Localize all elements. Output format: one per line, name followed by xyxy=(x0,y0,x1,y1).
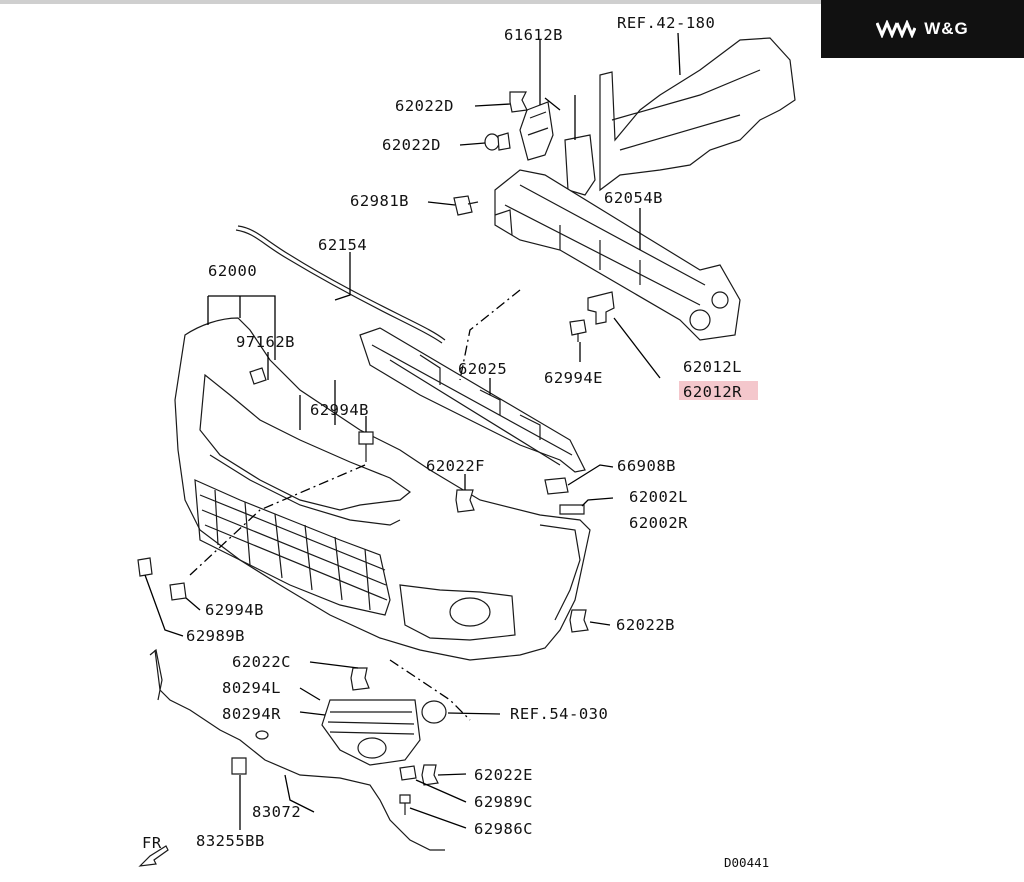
label-83072: 83072 xyxy=(252,803,301,821)
nut-62989B xyxy=(137,557,153,577)
leader-lines xyxy=(144,32,681,830)
clip-62022D-b xyxy=(484,132,511,151)
label-62994B-a: 62994B xyxy=(310,401,369,419)
label-80294R: 80294R xyxy=(222,705,281,723)
label-highlight xyxy=(679,381,758,400)
clip-62022C xyxy=(350,667,370,691)
clip-97162B xyxy=(249,367,267,385)
label-ref-54-030: REF.54-030 xyxy=(510,705,608,723)
label-62054B: 62054B xyxy=(604,189,663,207)
clip-83255BB xyxy=(231,757,247,775)
bracket-62012 xyxy=(587,291,615,325)
absorber-62025 xyxy=(359,327,586,473)
strip-62154 xyxy=(235,225,446,344)
label-62022C: 62022C xyxy=(232,653,291,671)
bolt-62981B xyxy=(453,195,479,216)
brand-name: W&G xyxy=(924,19,969,38)
fog-cover-80294 xyxy=(321,699,421,766)
harness-83072 xyxy=(149,648,445,851)
label-62022D-a: 62022D xyxy=(395,97,454,115)
label-62989C: 62989C xyxy=(474,793,533,811)
bolt-62994B-a xyxy=(358,431,374,462)
clip-62002 xyxy=(559,504,585,515)
label-62002R: 62002R xyxy=(629,514,688,532)
bolt-62994E xyxy=(569,319,587,342)
logo-chevron-icon xyxy=(876,20,917,38)
label-61612B: 61612B xyxy=(504,26,563,44)
label-62002L: 62002L xyxy=(629,488,688,506)
label-62012R: 62012R xyxy=(683,383,742,401)
screw-62986C xyxy=(399,794,411,815)
bumper-fascia-62000 xyxy=(174,317,591,661)
bracket-61612B xyxy=(519,101,596,196)
label-97162B: 97162B xyxy=(236,333,295,351)
label-62022F: 62022F xyxy=(426,457,485,475)
label-62994B-b: 62994B xyxy=(205,601,264,619)
front-arrow-icon xyxy=(138,845,169,867)
diagram-code: D00441 xyxy=(724,855,769,870)
label-62022B: 62022B xyxy=(616,616,675,634)
clip-62022E xyxy=(421,764,439,786)
label-62022E: 62022E xyxy=(474,766,533,784)
label-62025: 62025 xyxy=(458,360,507,378)
body-panel-ref-shape xyxy=(599,37,796,192)
brand-logo[interactable]: W&G xyxy=(821,0,1024,58)
clip-62022D-a xyxy=(509,91,528,113)
label-62989B: 62989B xyxy=(186,627,245,645)
label-fr: FR xyxy=(142,834,162,852)
reinforcement-62054B xyxy=(494,169,741,341)
label-83255BB: 83255BB xyxy=(196,832,265,850)
label-62986C: 62986C xyxy=(474,820,533,838)
top-border xyxy=(0,0,1024,4)
label-62981B: 62981B xyxy=(350,192,409,210)
label-66908B: 66908B xyxy=(617,457,676,475)
bolt-62994B-b xyxy=(169,582,187,601)
label-62022D-b: 62022D xyxy=(382,136,441,154)
nut-62989C xyxy=(399,765,417,781)
label-62012L: 62012L xyxy=(683,358,742,376)
part-labels: 61612B REF.42-180 62022D 62022D 62981B 6… xyxy=(142,14,769,870)
label-62994E: 62994E xyxy=(544,369,603,387)
fog-lamp-ref xyxy=(421,700,447,724)
clip-62022B xyxy=(569,609,589,633)
clip-62022F xyxy=(455,489,475,513)
label-62154: 62154 xyxy=(318,236,367,254)
label-80294L: 80294L xyxy=(222,679,281,697)
plate-66908B xyxy=(544,477,569,495)
label-ref-42-180: REF.42-180 xyxy=(617,14,715,32)
label-62000: 62000 xyxy=(208,262,257,280)
